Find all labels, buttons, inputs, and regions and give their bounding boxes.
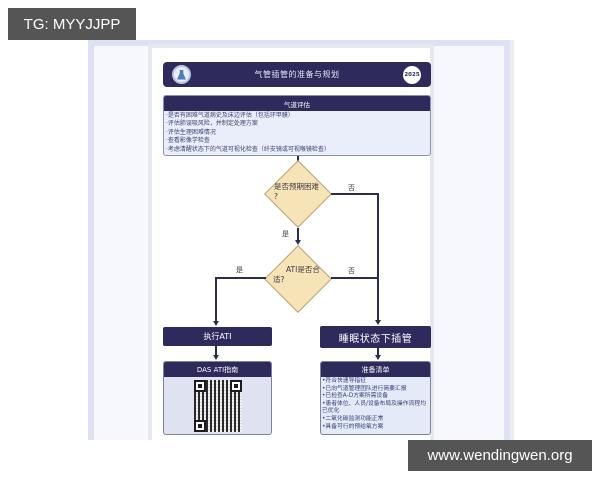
das-ati-guideline-box: DAS ATI指南 <box>163 361 272 435</box>
checklist-item: •患者体位、人员/设备布局及操作流程均已优化 <box>322 400 426 415</box>
decision-question-difficulty: 是否预期困难 ? <box>274 182 319 201</box>
arrow-head-icon <box>375 355 381 360</box>
qr-code-icon[interactable] <box>193 380 242 432</box>
assessment-title: 气道评估 <box>164 96 430 111</box>
checklist-item: •已检查A-D方案所需设备 <box>322 393 388 400</box>
decision-question-ati: ATI是否合 适? <box>273 265 320 284</box>
connector-line <box>377 193 379 321</box>
frame-edge <box>510 40 514 440</box>
perform-ati-box: 执行ATI <box>163 327 272 346</box>
edge-label-no: 否 <box>348 184 355 192</box>
edge-label-no: 否 <box>348 267 355 275</box>
das-title: DAS ATI指南 <box>164 362 271 377</box>
flowchart-title: 气管插管的准备与规划 <box>254 70 340 79</box>
preparation-checklist-box: 准备清单 •符合快速导指征 •已向气道管理团队进行简要汇报 •已检查A-D方案所… <box>320 361 431 435</box>
arrow-head-icon <box>213 355 219 360</box>
assessment-item: ·是否有困难气道病史及床边评估（包括环甲膜） <box>166 112 294 119</box>
edge-label-yes: 是 <box>236 266 243 274</box>
connector-line <box>331 277 378 279</box>
checklist-title: 准备清单 <box>321 362 430 377</box>
assessment-list: ·是否有困难气道病史及床边评估（包括环甲膜） ·评估肺误吸风险，并制定处理方案 … <box>164 111 430 155</box>
connector-line <box>215 277 217 322</box>
checklist-item: •二氧化碳监测功能正常 <box>322 415 384 422</box>
connector-line <box>297 228 299 241</box>
connector-line <box>216 277 266 279</box>
assessment-item: ·查看影像学检查 <box>166 137 210 145</box>
arrow-head-icon <box>375 320 381 325</box>
title-bar: 气管插管的准备与规划 2025 <box>163 62 431 87</box>
connector-line <box>215 346 217 356</box>
assessment-item: ·评估肺误吸风险，并制定处理方案 <box>166 120 258 128</box>
edge-label-yes: 是 <box>282 230 289 238</box>
arrow-head-icon <box>213 321 219 326</box>
checklist-item: •已向气道管理团队进行简要汇报 <box>322 385 407 392</box>
checklist-list: •符合快速导指征 •已向气道管理团队进行简要汇报 •已检查A-D方案所需设备 •… <box>321 377 430 431</box>
asleep-intubation-box: 睡眠状态下插管 <box>320 326 431 348</box>
connector-line <box>377 348 379 356</box>
watermark-top-left: TG: MYYJJPP <box>8 8 136 40</box>
arrow-head-icon <box>295 240 301 245</box>
checklist-item: •符合快速导指征 <box>322 378 366 384</box>
assessment-item: ·考虑清醒状态下的气道可视化检查（纤支镜或可视喉镜检查） <box>166 145 330 153</box>
assessment-item: ·评估生理困难情况 <box>166 128 216 136</box>
checklist-item: •具备可行的预给氧方案 <box>322 423 384 430</box>
connector-line <box>331 193 379 195</box>
society-logo-icon <box>172 65 191 84</box>
year-badge: 2025 <box>403 66 421 84</box>
connector-line <box>297 156 299 161</box>
airway-assessment-box: 气道评估 ·是否有困难气道病史及床边评估（包括环甲膜） ·评估肺误吸风险，并制定… <box>163 95 431 156</box>
watermark-bottom-right: www.wendingwen.org <box>408 440 592 471</box>
